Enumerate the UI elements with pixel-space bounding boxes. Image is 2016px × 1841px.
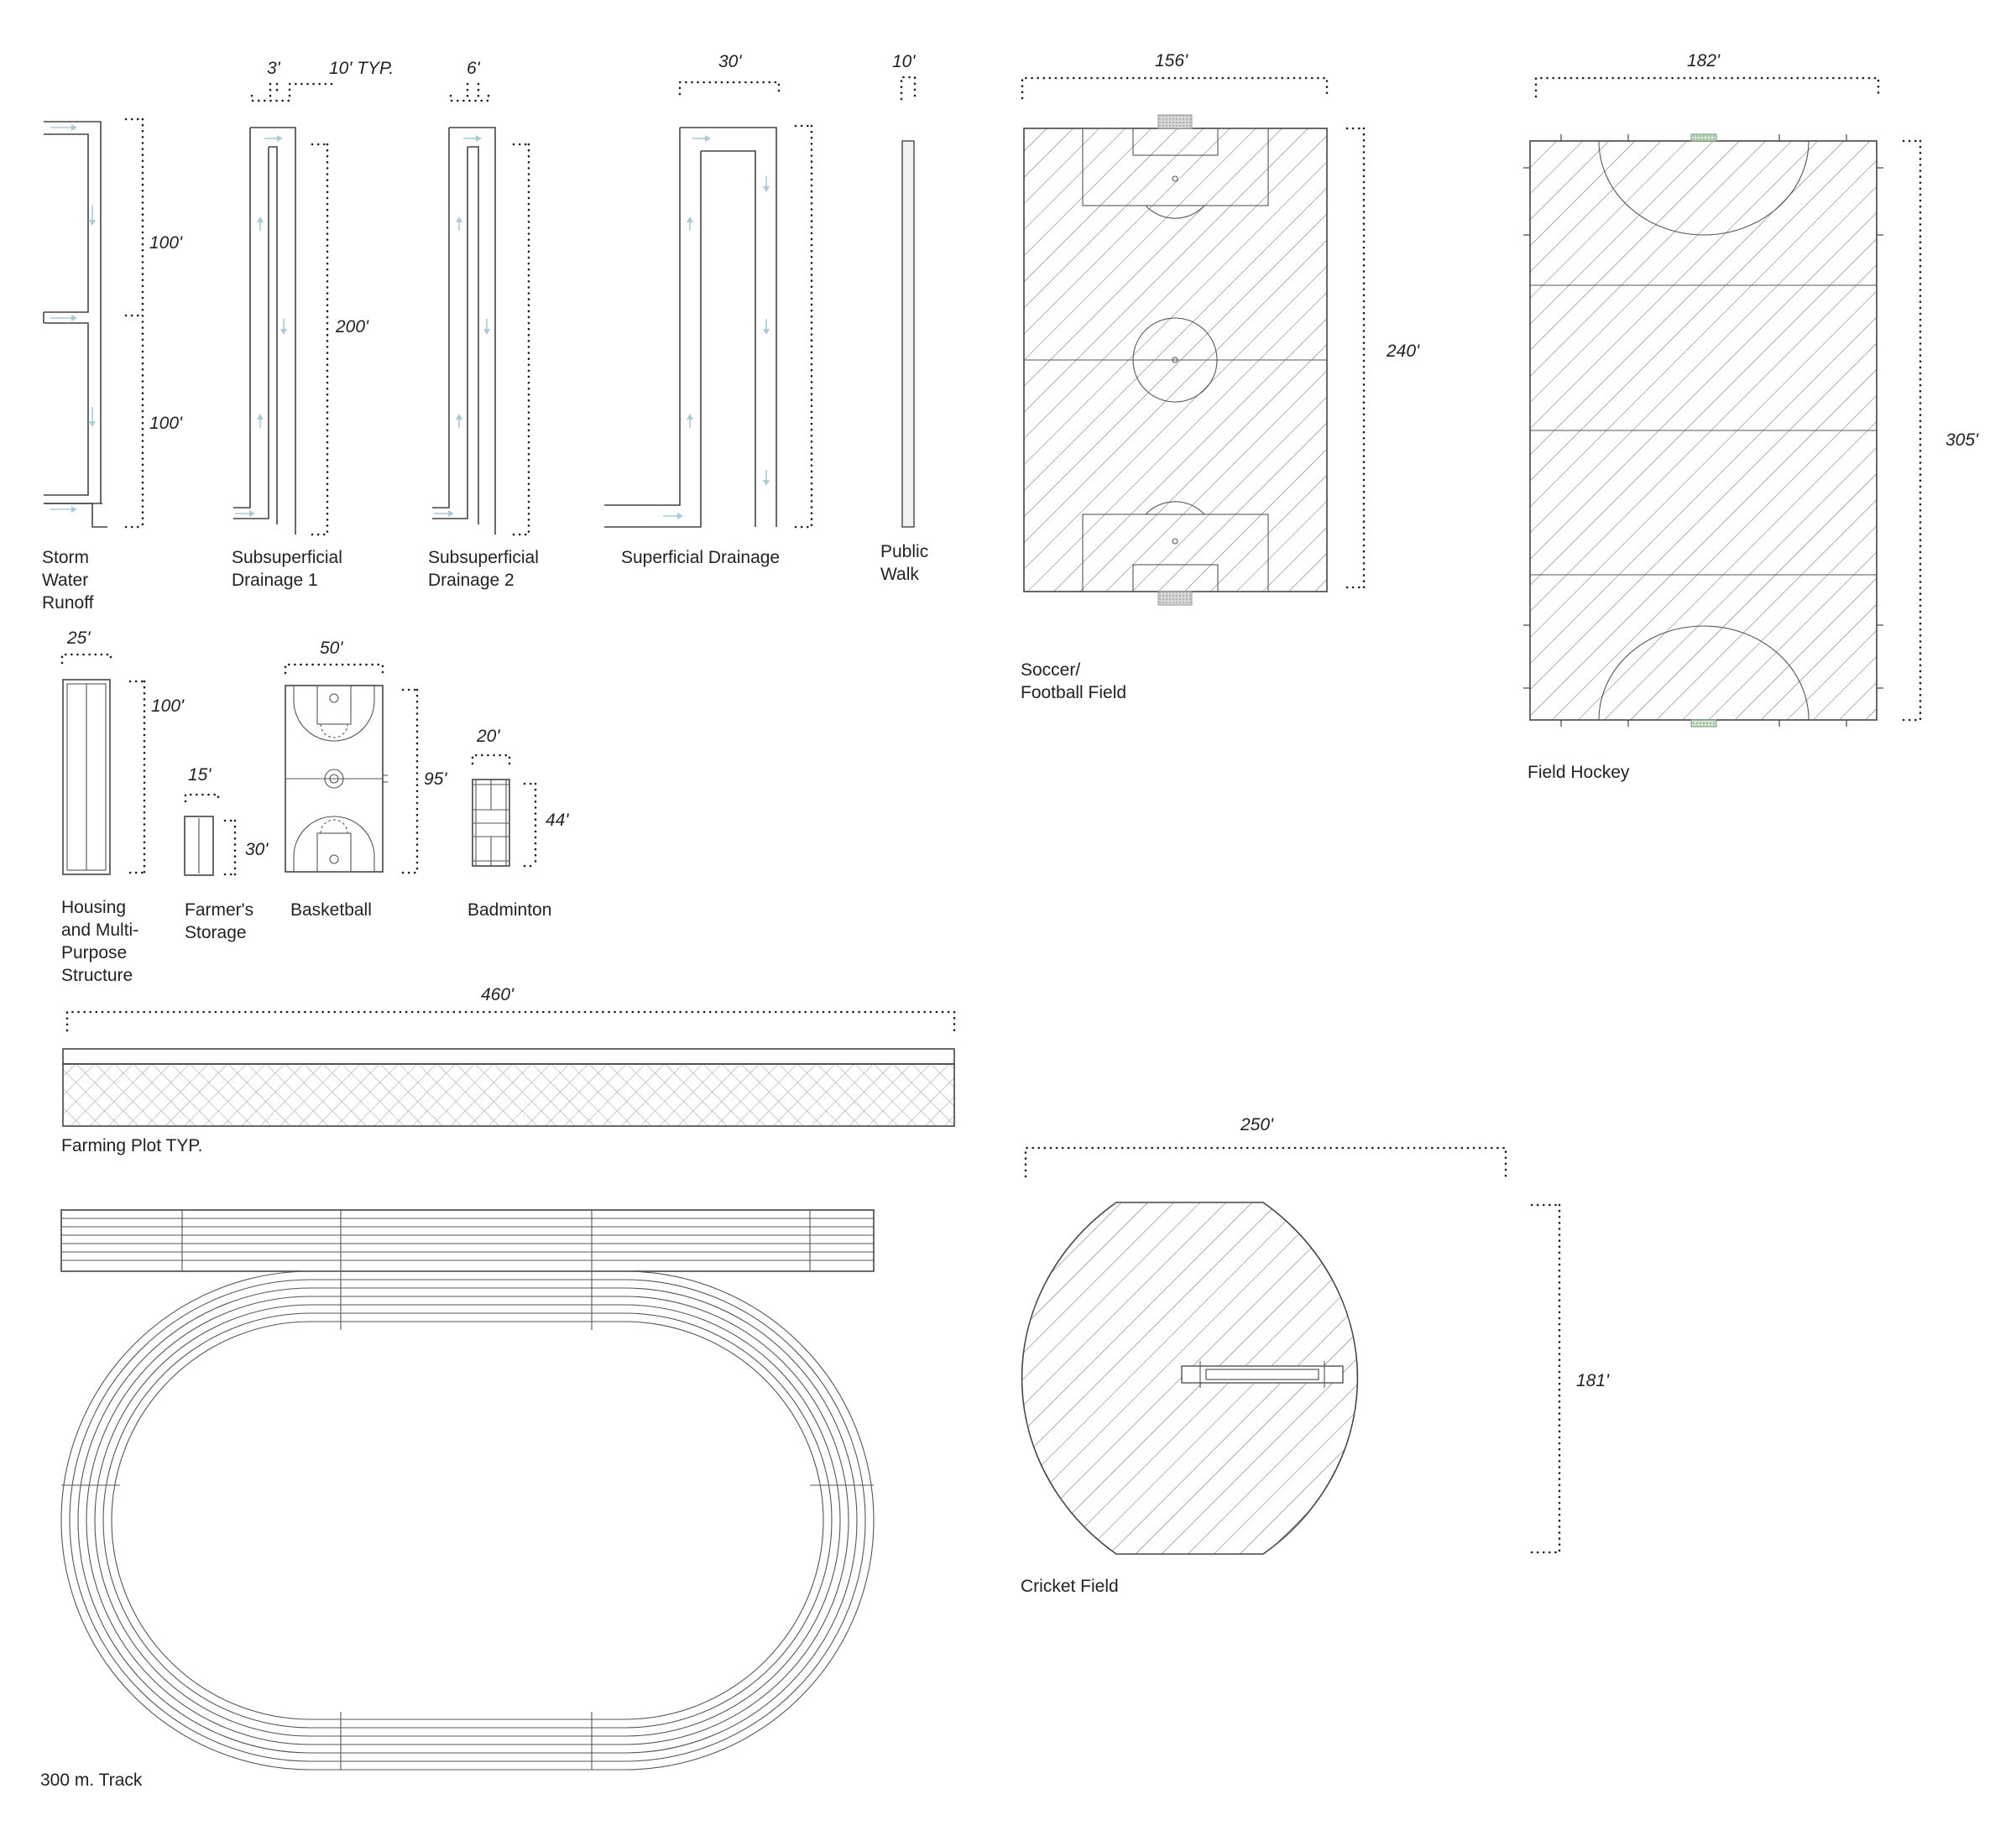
badminton-label: Badminton <box>467 900 551 920</box>
housing-label-1: Housing <box>61 898 126 917</box>
farm-label: Farming Plot TYP. <box>61 1136 202 1155</box>
cricket-label: Cricket Field <box>1021 1577 1119 1596</box>
superficial-label: Superficial Drainage <box>621 548 780 567</box>
subsuperficial-drainage-1: 3' 10' TYP. 200' Subsuperficial Drainage… <box>232 59 394 590</box>
sub1-dim-typ: 10' TYP. <box>329 59 394 78</box>
storm-label-1: Storm <box>42 548 89 567</box>
storm-water-runoff: 100' 100' Storm Water Runoff <box>42 117 183 613</box>
sub1-dim-width: 3' <box>267 59 281 78</box>
housing-label-4: Structure <box>61 966 133 985</box>
sub2-label-1: Subsuperficial <box>428 548 539 567</box>
storage-label-2: Storage <box>185 923 247 942</box>
storm-label-3: Runoff <box>42 593 94 613</box>
basketball-dim-width: 50' <box>320 639 343 658</box>
sub2-label-2: Drainage 2 <box>428 571 514 590</box>
housing-label-2: and Multi- <box>61 920 138 940</box>
storm-dim-1: 100' <box>149 233 183 253</box>
walk-label-2: Walk <box>880 565 919 584</box>
storage-label-1: Farmer's <box>185 900 253 920</box>
housing-dim-width: 25' <box>66 628 91 648</box>
public-walk: 10' Public Walk <box>880 52 928 584</box>
badminton-dim-width: 20' <box>476 727 500 746</box>
hockey-dim-length: 305' <box>1945 430 1979 450</box>
sub2-dim-width: 6' <box>467 59 481 78</box>
hockey-dim-width: 182' <box>1687 51 1721 70</box>
storage-dim-width: 15' <box>188 765 212 785</box>
sub1-label-2: Drainage 1 <box>232 571 318 590</box>
housing-dim-length: 100' <box>151 696 185 716</box>
basketball-dim-length: 95' <box>424 769 447 789</box>
cricket-dim-width: 250' <box>1240 1115 1274 1134</box>
farm-dim-width: 460' <box>481 985 514 1004</box>
soccer-dim-width: 156' <box>1155 51 1188 70</box>
sub1-label-1: Subsuperficial <box>232 548 342 567</box>
soccer-dim-length: 240' <box>1386 342 1420 361</box>
storage-dim-length: 30' <box>245 840 269 859</box>
farming-plot: 460' Farming Plot TYP. <box>61 985 956 1155</box>
farmers-storage: 15' 30' Farmer's Storage <box>184 765 269 942</box>
housing: 25' 100' Housing and Multi- Purpose Stru… <box>60 628 185 985</box>
superficial-dim-width: 30' <box>718 52 742 71</box>
walk-dim-width: 10' <box>892 52 916 71</box>
housing-label-3: Purpose <box>61 943 127 962</box>
storm-dim-2: 100' <box>149 414 183 433</box>
soccer-field: 156' 240' Soccer/ Football Field <box>1021 51 1420 702</box>
soccer-label-1: Soccer/ <box>1021 660 1080 680</box>
superficial-drainage: 30' Superficial Drainage <box>604 52 813 567</box>
field-hockey: 182' 305' Field Hockey <box>1523 51 1979 782</box>
cricket-field: 250' 181' Cricket Field <box>1021 1115 1610 1596</box>
subsuperficial-drainage-2: 6' Subsuperficial Drainage 2 <box>428 59 539 590</box>
storm-label-2: Water <box>42 571 88 590</box>
sub1-dim-length: 200' <box>335 317 369 336</box>
badminton-dim-length: 44' <box>546 811 569 830</box>
hockey-label: Field Hockey <box>1528 763 1630 782</box>
walk-label-1: Public <box>880 542 928 561</box>
badminton: 20' 44' Badminton <box>467 727 569 920</box>
cricket-dim-length: 181' <box>1576 1371 1610 1390</box>
track: 300 m. Track <box>40 1209 875 1790</box>
basketball: 50' 95' Basketball <box>284 639 447 920</box>
basketball-label: Basketball <box>290 900 372 920</box>
soccer-label-2: Football Field <box>1021 683 1126 702</box>
track-label: 300 m. Track <box>40 1771 143 1790</box>
